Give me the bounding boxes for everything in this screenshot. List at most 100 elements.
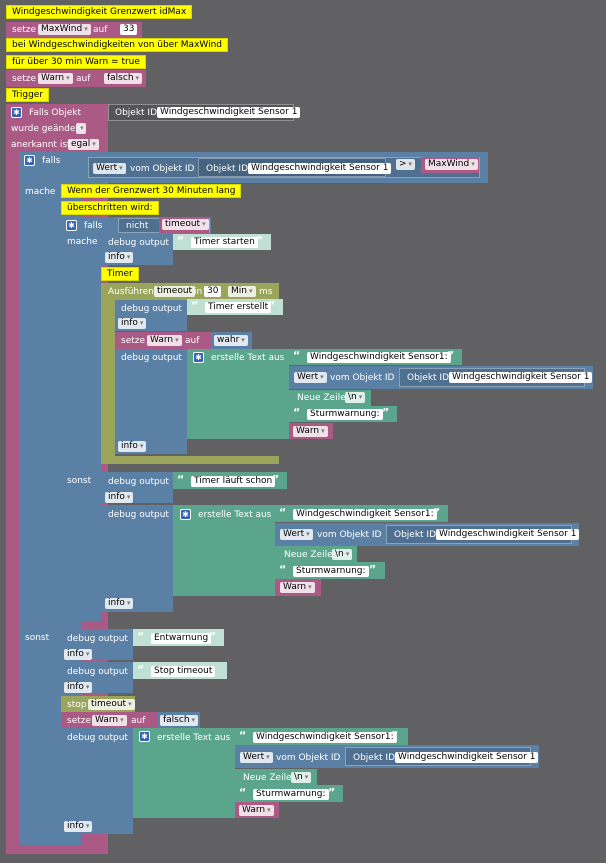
comment-trigger[interactable]: Trigger [6, 88, 50, 102]
wert-dropdown[interactable]: Wert▾ [93, 163, 126, 174]
egal-dropdown[interactable]: egal▾ [68, 139, 99, 150]
quote-open-icon: “ [137, 663, 145, 676]
gear-icon[interactable]: ✱ [66, 220, 77, 231]
create-text-block-2[interactable] [173, 505, 275, 596]
quote-open-icon: “ [279, 506, 287, 519]
warn-variable-dropdown[interactable]: Warn▾ [92, 715, 127, 726]
auf-label: auf [93, 25, 108, 35]
quote-open-icon: “ [137, 630, 145, 643]
objekt-id-label: Objekt ID [407, 373, 450, 383]
falsch-dropdown[interactable]: falsch▾ [104, 73, 143, 84]
sensor-field[interactable]: Windgeschwindigkeit Sensor 1 [436, 529, 580, 540]
vom-objekt-id-label: vom Objekt ID [276, 753, 341, 763]
comment-timer[interactable]: Timer [101, 267, 139, 281]
sturm-field[interactable]: Sturmwarnung: [293, 566, 369, 577]
debug-output-label: debug output [121, 353, 182, 363]
newline-dropdown[interactable]: \n▾ [345, 392, 366, 403]
timeout-getter-dropdown[interactable]: timeout▾ [162, 219, 209, 230]
create-text-block-1[interactable] [187, 349, 289, 439]
quote-close-icon: ” [447, 349, 455, 362]
info-dropdown[interactable]: info▾ [118, 318, 147, 329]
debug-text-block-1[interactable] [115, 349, 187, 454]
gear-icon[interactable]: ✱ [24, 155, 35, 166]
sensor-field[interactable]: Windgeschwindigkeit Sensor 1 [395, 752, 539, 763]
timeout-value-field[interactable]: 30 [204, 286, 222, 297]
timer-erstellt-field[interactable]: Timer erstellt [205, 302, 272, 313]
info-dropdown[interactable]: info▾ [118, 441, 147, 452]
gear-icon[interactable]: ✱ [11, 107, 22, 118]
newline-dropdown[interactable]: \n▾ [332, 549, 353, 560]
falsch-dropdown[interactable]: falsch▾ [160, 715, 199, 726]
falls-label: falls [84, 221, 103, 231]
comment-title[interactable]: Windgeschwindigkeit Grenzwert idMax [6, 5, 193, 19]
falls-label: falls [42, 156, 61, 166]
get-value-block-2[interactable] [275, 523, 579, 546]
inner-if-block[interactable] [61, 217, 101, 622]
info-dropdown[interactable]: info▾ [105, 598, 134, 609]
wurde-geaendert-label: wurde geändert [11, 124, 83, 134]
sensor-label-field[interactable]: Windgeschwindigkeit Sensor1: [253, 732, 397, 743]
get-value-block-1[interactable] [289, 366, 593, 389]
debug-output-label: debug output [108, 238, 169, 248]
maxwind-variable-dropdown[interactable]: MaxWind▾ [38, 24, 91, 35]
gear-icon[interactable]: ✱ [180, 509, 191, 520]
timer-laeuft-field[interactable]: Timer läuft schon [191, 476, 276, 487]
debug-text-block-3[interactable] [61, 728, 133, 834]
newline-dropdown[interactable]: \n▾ [291, 772, 312, 783]
info-dropdown[interactable]: info▾ [64, 649, 93, 660]
auf-label: auf [76, 74, 91, 84]
warn-variable-dropdown[interactable]: Warn▾ [147, 335, 182, 346]
warn-variable-dropdown[interactable]: Warn▾ [293, 426, 328, 437]
maxwind-getter-dropdown[interactable]: MaxWind▾ [425, 159, 478, 170]
warn-variable-dropdown[interactable]: Warn▾ [239, 805, 274, 816]
auf-label: auf [185, 336, 200, 346]
quote-open-icon: “ [279, 563, 287, 576]
sensor-label-field[interactable]: Windgeschwindigkeit Sensor1: [293, 509, 437, 520]
timeout-dropdown[interactable]: timeout▾ [88, 699, 135, 710]
info-dropdown[interactable]: info▾ [64, 821, 93, 832]
debug-output-label: debug output [108, 477, 169, 487]
info-dropdown[interactable]: info▾ [105, 492, 134, 503]
falls-objekt-label: Falls Objekt [29, 108, 81, 118]
debug-text-block-2[interactable] [101, 505, 173, 612]
sturm-field[interactable]: Sturmwarnung: [307, 409, 383, 420]
vom-objekt-id-label: vom Objekt ID [330, 373, 395, 383]
create-text-block-3[interactable] [133, 728, 235, 818]
info-dropdown[interactable]: info▾ [64, 682, 93, 693]
timer-starten-field[interactable]: Timer starten [191, 237, 258, 248]
operator-dropdown[interactable]: >▾ [396, 159, 416, 170]
entwarnung-field[interactable]: Entwarnung [151, 633, 212, 644]
quote-close-icon: ” [382, 406, 390, 419]
gear-icon[interactable]: ✱ [193, 352, 204, 363]
unit-dropdown[interactable]: Min▾ [228, 286, 256, 297]
sensor-field[interactable]: Windgeschwindigkeit Sensor 1 [248, 163, 392, 174]
gear-icon[interactable]: ✱ [139, 731, 150, 742]
comment-30min-b[interactable]: überschritten wird: [61, 201, 159, 215]
info-dropdown[interactable]: info▾ [105, 252, 134, 263]
debug-output-label: debug output [121, 304, 182, 314]
wurde-dropdown[interactable]: ▾ [76, 123, 86, 134]
timeout-name-field[interactable]: timeout [154, 286, 196, 297]
comment-desc2[interactable]: für über 30 min Warn = true [6, 55, 146, 69]
comment-30min-a[interactable]: Wenn der Grenzwert 30 Minuten lang [61, 184, 242, 198]
wert-dropdown[interactable]: Wert▾ [240, 752, 273, 763]
trigger-sensor-field[interactable]: Windgeschwindigkeit Sensor 1 [157, 107, 301, 118]
stop-timeout-field[interactable]: Stop timeout [151, 666, 216, 677]
warn-variable-dropdown[interactable]: Warn▾ [280, 582, 315, 593]
sensor-field[interactable]: Windgeschwindigkeit Sensor 1 [449, 372, 593, 383]
quote-close-icon: ” [369, 563, 377, 576]
warn-variable-dropdown[interactable]: Warn▾ [38, 73, 73, 84]
quote-open-icon: “ [177, 473, 185, 486]
sturm-field[interactable]: Sturmwarnung: [253, 789, 329, 800]
setze-label: setze [67, 716, 92, 726]
wert-dropdown[interactable]: Wert▾ [280, 529, 313, 540]
sensor-label-field[interactable]: Windgeschwindigkeit Sensor1: [307, 352, 451, 363]
wert-dropdown[interactable]: Wert▾ [294, 372, 327, 383]
stop-label: stop [67, 700, 87, 710]
timeout-block[interactable] [101, 283, 115, 464]
maxwind-value-field[interactable]: 33 [120, 24, 138, 35]
in-label: in [194, 287, 203, 297]
debug-output-label: debug output [67, 667, 128, 677]
comment-desc1[interactable]: bei Windgeschwindigkeiten von über MaxWi… [6, 38, 229, 52]
wahr-dropdown[interactable]: wahr▾ [214, 335, 248, 346]
